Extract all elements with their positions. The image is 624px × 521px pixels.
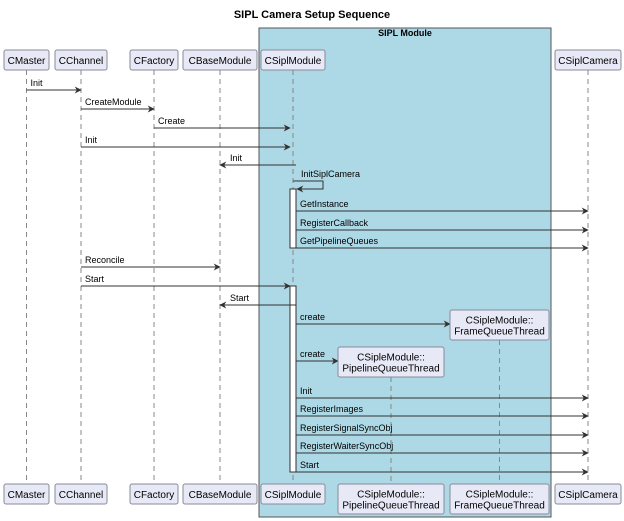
- message-label: InitSiplCamera: [301, 169, 360, 179]
- participant-csiplmodule-bottom[interactable]: CSiplModule: [260, 483, 326, 505]
- message-label: Start: [300, 460, 320, 470]
- message-label: Init: [85, 135, 98, 145]
- participant-label: CSiplModule: [265, 56, 322, 67]
- message-label: Init: [300, 386, 313, 396]
- group-label: SIPL Module: [378, 28, 432, 38]
- message-12: Start: [219, 293, 296, 309]
- activation-bar-2: [289, 285, 297, 473]
- activation-bar-1: [289, 188, 297, 249]
- participant-label: CBaseModule: [189, 56, 252, 67]
- participant-label: CFactory: [134, 490, 175, 501]
- participant-label: CSiplModule: [265, 490, 322, 501]
- participant-cmaster-top[interactable]: CMaster: [3, 49, 50, 71]
- message-15: Init: [296, 386, 589, 402]
- message-3: Create: [154, 116, 291, 132]
- participant-box: [260, 483, 326, 505]
- message-7: GetInstance: [296, 199, 589, 215]
- message-14: create: [296, 349, 339, 365]
- message-label: GetPipelineQueues: [300, 236, 379, 246]
- message-label: Start: [230, 293, 250, 303]
- participant-csiplmodule-top[interactable]: CSiplModule: [260, 49, 326, 71]
- participant-label: CSipleModule::: [357, 353, 425, 364]
- message-16: RegisterImages: [296, 404, 589, 420]
- participant-box: [182, 49, 258, 71]
- participant-box: [554, 483, 622, 505]
- participant-box: [260, 49, 326, 71]
- participant-label: CMaster: [8, 490, 46, 501]
- message-label: Reconcile: [85, 255, 125, 265]
- message-18: RegisterWaiterSyncObj: [296, 441, 589, 457]
- message-label: GetInstance: [300, 199, 349, 209]
- participant-csiplcamera-bottom[interactable]: CSiplCamera: [554, 483, 622, 505]
- message-label: RegisterCallback: [300, 218, 369, 228]
- participant-label: CChannel: [59, 490, 103, 501]
- participant-label: FrameQueueThread: [454, 327, 545, 338]
- message-9: GetPipelineQueues: [296, 236, 589, 252]
- participant-pipelinequeuethread-top[interactable]: CSipleModule::PipelineQueueThread: [337, 346, 445, 378]
- message-label: Init: [230, 153, 243, 163]
- participant-box: [129, 49, 179, 71]
- participant-label: CSiplCamera: [558, 490, 618, 501]
- message-label: RegisterSignalSyncObj: [300, 423, 393, 433]
- participant-cmaster-bottom[interactable]: CMaster: [3, 483, 50, 505]
- participant-label: CFactory: [134, 56, 175, 67]
- participant-cchannel-bottom[interactable]: CChannel: [54, 483, 108, 505]
- participant-box: [554, 49, 622, 71]
- participant-label: CMaster: [8, 56, 46, 67]
- participant-box: [449, 483, 550, 515]
- message-label: Init: [31, 78, 44, 88]
- participant-label: CSipleModule::: [357, 490, 425, 501]
- participant-cbasemodule-bottom[interactable]: CBaseModule: [182, 483, 258, 505]
- participant-cfactory-bottom[interactable]: CFactory: [129, 483, 179, 505]
- message-6: InitSiplCamera: [293, 169, 360, 193]
- message-label: RegisterWaiterSyncObj: [300, 441, 393, 451]
- message-8: RegisterCallback: [296, 218, 589, 234]
- participant-box: [449, 309, 550, 341]
- participant-pipelinequeuethread-bottom[interactable]: CSipleModule::PipelineQueueThread: [337, 483, 445, 515]
- participant-label: CSipleModule::: [466, 490, 534, 501]
- participant-label: PipelineQueueThread: [342, 501, 439, 512]
- participant-box: [182, 483, 258, 505]
- participant-box: [54, 49, 108, 71]
- participant-box: [337, 483, 445, 515]
- message-5: Init: [219, 153, 296, 169]
- message-4: Init: [81, 135, 291, 151]
- participant-cbasemodule-top[interactable]: CBaseModule: [182, 49, 258, 71]
- participant-label: PipelineQueueThread: [342, 364, 439, 375]
- participant-box: [129, 483, 179, 505]
- message-label: CreateModule: [85, 97, 142, 107]
- message-10: Reconcile: [81, 255, 221, 271]
- participant-box: [3, 49, 50, 71]
- message-arrow: [293, 180, 324, 193]
- participant-box: [337, 346, 445, 378]
- participant-label: CSiplCamera: [558, 56, 618, 67]
- participant-csiplcamera-top[interactable]: CSiplCamera: [554, 49, 622, 71]
- participant-cchannel-top[interactable]: CChannel: [54, 49, 108, 71]
- message-17: RegisterSignalSyncObj: [296, 423, 589, 439]
- message-13: create: [296, 312, 451, 328]
- participant-box: [3, 483, 50, 505]
- participant-framequeuethread-top[interactable]: CSipleModule::FrameQueueThread: [449, 309, 550, 341]
- message-19: Start: [296, 460, 589, 476]
- participant-label: CChannel: [59, 56, 103, 67]
- participant-label: CBaseModule: [189, 490, 252, 501]
- diagram-title: SIPL Camera Setup Sequence: [234, 9, 390, 21]
- message-11: Start: [81, 274, 291, 290]
- message-label: RegisterImages: [300, 404, 364, 414]
- participant-box: [54, 483, 108, 505]
- message-label: create: [300, 312, 325, 322]
- message-1: Init: [26, 78, 82, 94]
- participant-label: CSipleModule::: [466, 316, 534, 327]
- participant-framequeuethread-bottom[interactable]: CSipleModule::FrameQueueThread: [449, 483, 550, 515]
- message-label: create: [300, 349, 325, 359]
- participant-cfactory-top[interactable]: CFactory: [129, 49, 179, 71]
- message-label: Start: [85, 274, 105, 284]
- message-2: CreateModule: [81, 97, 155, 113]
- participant-label: FrameQueueThread: [454, 501, 545, 512]
- message-label: Create: [158, 116, 185, 126]
